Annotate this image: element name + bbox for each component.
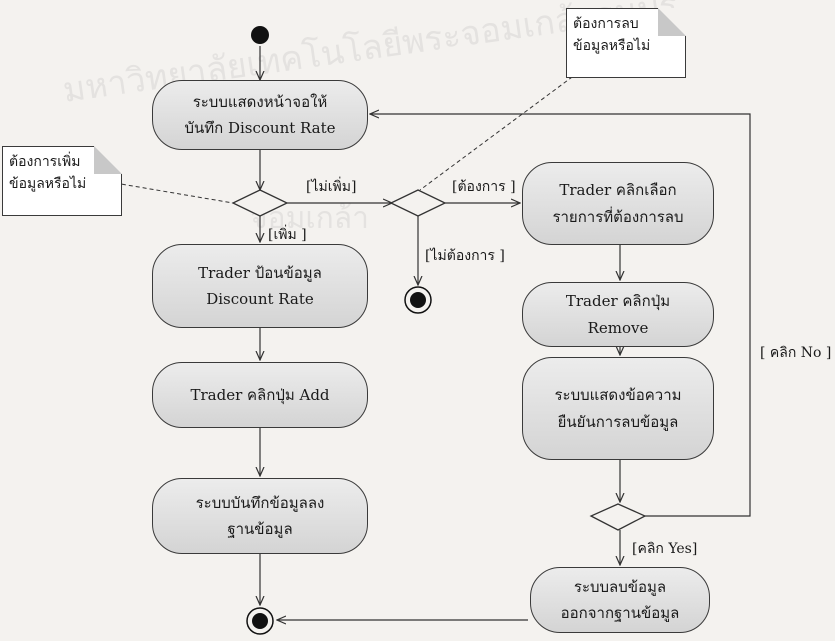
note-text-line: ต้องการเพิ่ม: [9, 154, 81, 170]
final-node-bottom: [246, 607, 274, 635]
note-text-line: ข้อมูลหรือไม่: [573, 38, 651, 55]
guard-not-want: [ไม่ต้องการ ]: [425, 248, 505, 264]
action-click-remove: Trader คลิกปุ่ม Remove: [522, 282, 714, 347]
action-delete-db: ระบบลบข้อมูล ออกจากฐานข้อมูล: [530, 567, 710, 633]
guard-add: [เพิ่ม ]: [268, 227, 307, 243]
decision-delete: [389, 189, 447, 217]
action-show-screen: ระบบแสดงหน้าจอให้ บันทึก Discount Rate: [152, 80, 368, 150]
guard-click-yes: [คลิก Yes]: [632, 541, 698, 557]
action-text-line: รายการที่ต้องการลบ: [552, 207, 684, 226]
note-text-line: ข้อมูลหรือไม่: [9, 176, 87, 193]
initial-node: [251, 26, 269, 44]
note-add-question: ต้องการเพิ่ม ข้อมูลหรือไม่: [2, 146, 122, 216]
decision-confirm: [589, 503, 647, 531]
action-text-line: Trader คลิกปุ่ม: [565, 292, 671, 311]
action-text-line: Trader คลิกปุ่ม Add: [190, 385, 330, 404]
action-text-line: ฐานข้อมูล: [227, 520, 293, 538]
action-text-line: ออกจากฐานข้อมูล: [560, 604, 680, 622]
action-text-line: Discount Rate: [206, 290, 314, 308]
action-click-add: Trader คลิกปุ่ม Add: [152, 362, 368, 428]
action-text-line: ระบบบันทึกข้อมูลลง: [195, 493, 325, 512]
note-fold-corner: [94, 146, 122, 174]
action-save-db: ระบบบันทึกข้อมูลลง ฐานข้อมูล: [152, 478, 368, 554]
action-text-line: ระบบลบข้อมูล: [573, 577, 667, 596]
action-text-line: ระบบแสดงหน้าจอให้: [192, 92, 328, 111]
action-text-line: Trader คลิกเลือก: [559, 181, 677, 200]
guard-no-add: [ไม่เพิ่ม]: [306, 179, 357, 195]
action-enter-data: Trader ป้อนข้อมูล Discount Rate: [152, 244, 368, 328]
decision-add: [231, 189, 289, 217]
action-text-line: Trader ป้อนข้อมูล: [198, 263, 322, 282]
final-node-middle: [404, 286, 432, 314]
note-delete-question: ต้องการลบ ข้อมูลหรือไม่: [566, 8, 686, 78]
action-text-line: ยืนยันการลบข้อมูล: [557, 412, 679, 431]
note-fold-corner: [658, 8, 686, 36]
action-text-line: บันทึก Discount Rate: [184, 119, 336, 137]
action-confirm-msg: ระบบแสดงข้อความ ยืนยันการลบข้อมูล: [522, 357, 714, 460]
action-select-item: Trader คลิกเลือก รายการที่ต้องการลบ: [522, 162, 714, 245]
action-text-line: Remove: [587, 318, 649, 337]
guard-click-no: [ คลิก No ]: [760, 345, 832, 361]
guard-want: [ต้องการ ]: [452, 179, 516, 195]
note-text-line: ต้องการลบ: [573, 16, 639, 32]
action-text-line: ระบบแสดงข้อความ: [554, 386, 682, 405]
